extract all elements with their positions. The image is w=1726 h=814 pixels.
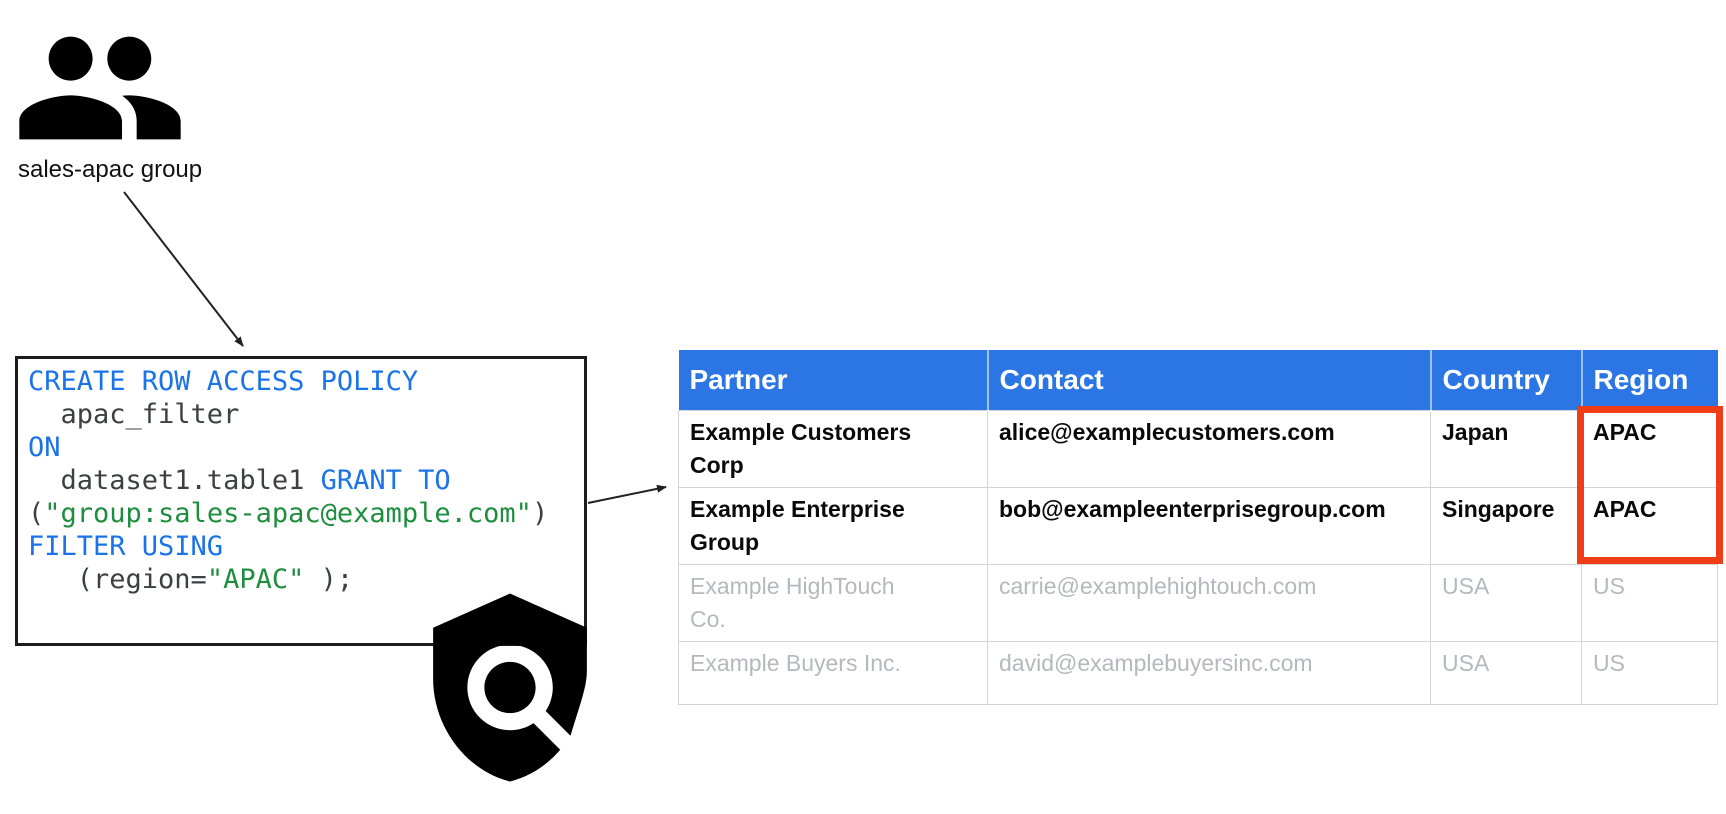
table-cell-region: APAC [1581, 486, 1718, 565]
table-cell-country: USA [1430, 640, 1582, 705]
apac-highlight-rect [1577, 406, 1723, 564]
code-token: FILTER USING [28, 531, 224, 562]
code-line: ("group:sales-apac@example.com") [28, 497, 574, 530]
arrow-code-to-table [587, 484, 667, 504]
table-cell-contact: bob@exampleenterprisegroup.com [987, 486, 1431, 565]
header-cell-contact: Contact [986, 350, 1431, 410]
table-cell-region: US [1581, 640, 1718, 705]
group-label: sales-apac group [18, 156, 203, 183]
code-line: (region="APAC" ); [28, 563, 574, 596]
table-cell-country: Japan [1430, 409, 1582, 488]
code-line: CREATE ROW ACCESS POLICY [28, 365, 574, 398]
table-cell-contact: david@examplebuyersinc.com [987, 640, 1431, 705]
table-cell-region: APAC [1581, 409, 1718, 488]
arrow-group-to-code [123, 191, 244, 347]
code-token: GRANT TO [320, 465, 451, 496]
table-cell-country: USA [1430, 563, 1582, 642]
table-cell-contact: carrie@examplehightouch.com [987, 563, 1431, 642]
code-token: (region= [28, 564, 207, 595]
code-line: FILTER USING [28, 530, 574, 563]
table-cell-contact: alice@examplecustomers.com [987, 409, 1431, 488]
code-token: ) [531, 498, 549, 529]
table-cell-region: US [1581, 563, 1718, 642]
header-cell-country: Country [1429, 350, 1582, 410]
code-line: dataset1.table1 GRANT TO [28, 464, 574, 497]
table-row: Example Buyers Inc.david@examplebuyersin… [678, 640, 1718, 705]
code-token: ( [28, 498, 45, 529]
table-cell-country: Singapore [1430, 486, 1582, 565]
table-cell-partner: Example HighTouch Co. [678, 563, 988, 642]
header-cell-partner: Partner [678, 350, 988, 410]
code-line: ON [28, 431, 574, 464]
table-cell-partner: Example Customers Corp [678, 409, 988, 488]
table-cell-partner: Example Buyers Inc. [678, 640, 988, 705]
code-token: ON [28, 432, 61, 463]
policy-shield-search-icon [433, 593, 587, 782]
code-token: CREATE ROW ACCESS POLICY [28, 366, 419, 397]
table-cell-partner: Example Enterprise Group [678, 486, 988, 565]
group-icon [19, 36, 181, 140]
code-token: dataset1.table1 [28, 465, 321, 496]
code-line: apac_filter [28, 398, 574, 431]
code-token: "group:sales-apac@example.com" [44, 498, 532, 529]
header-cell-region: Region [1580, 350, 1718, 410]
code-token: "APAC" [206, 564, 305, 595]
code-token: apac_filter [28, 399, 240, 430]
code-token: ); [304, 564, 354, 595]
table-row: Example HighTouch Co.carrie@examplehight… [678, 563, 1718, 642]
